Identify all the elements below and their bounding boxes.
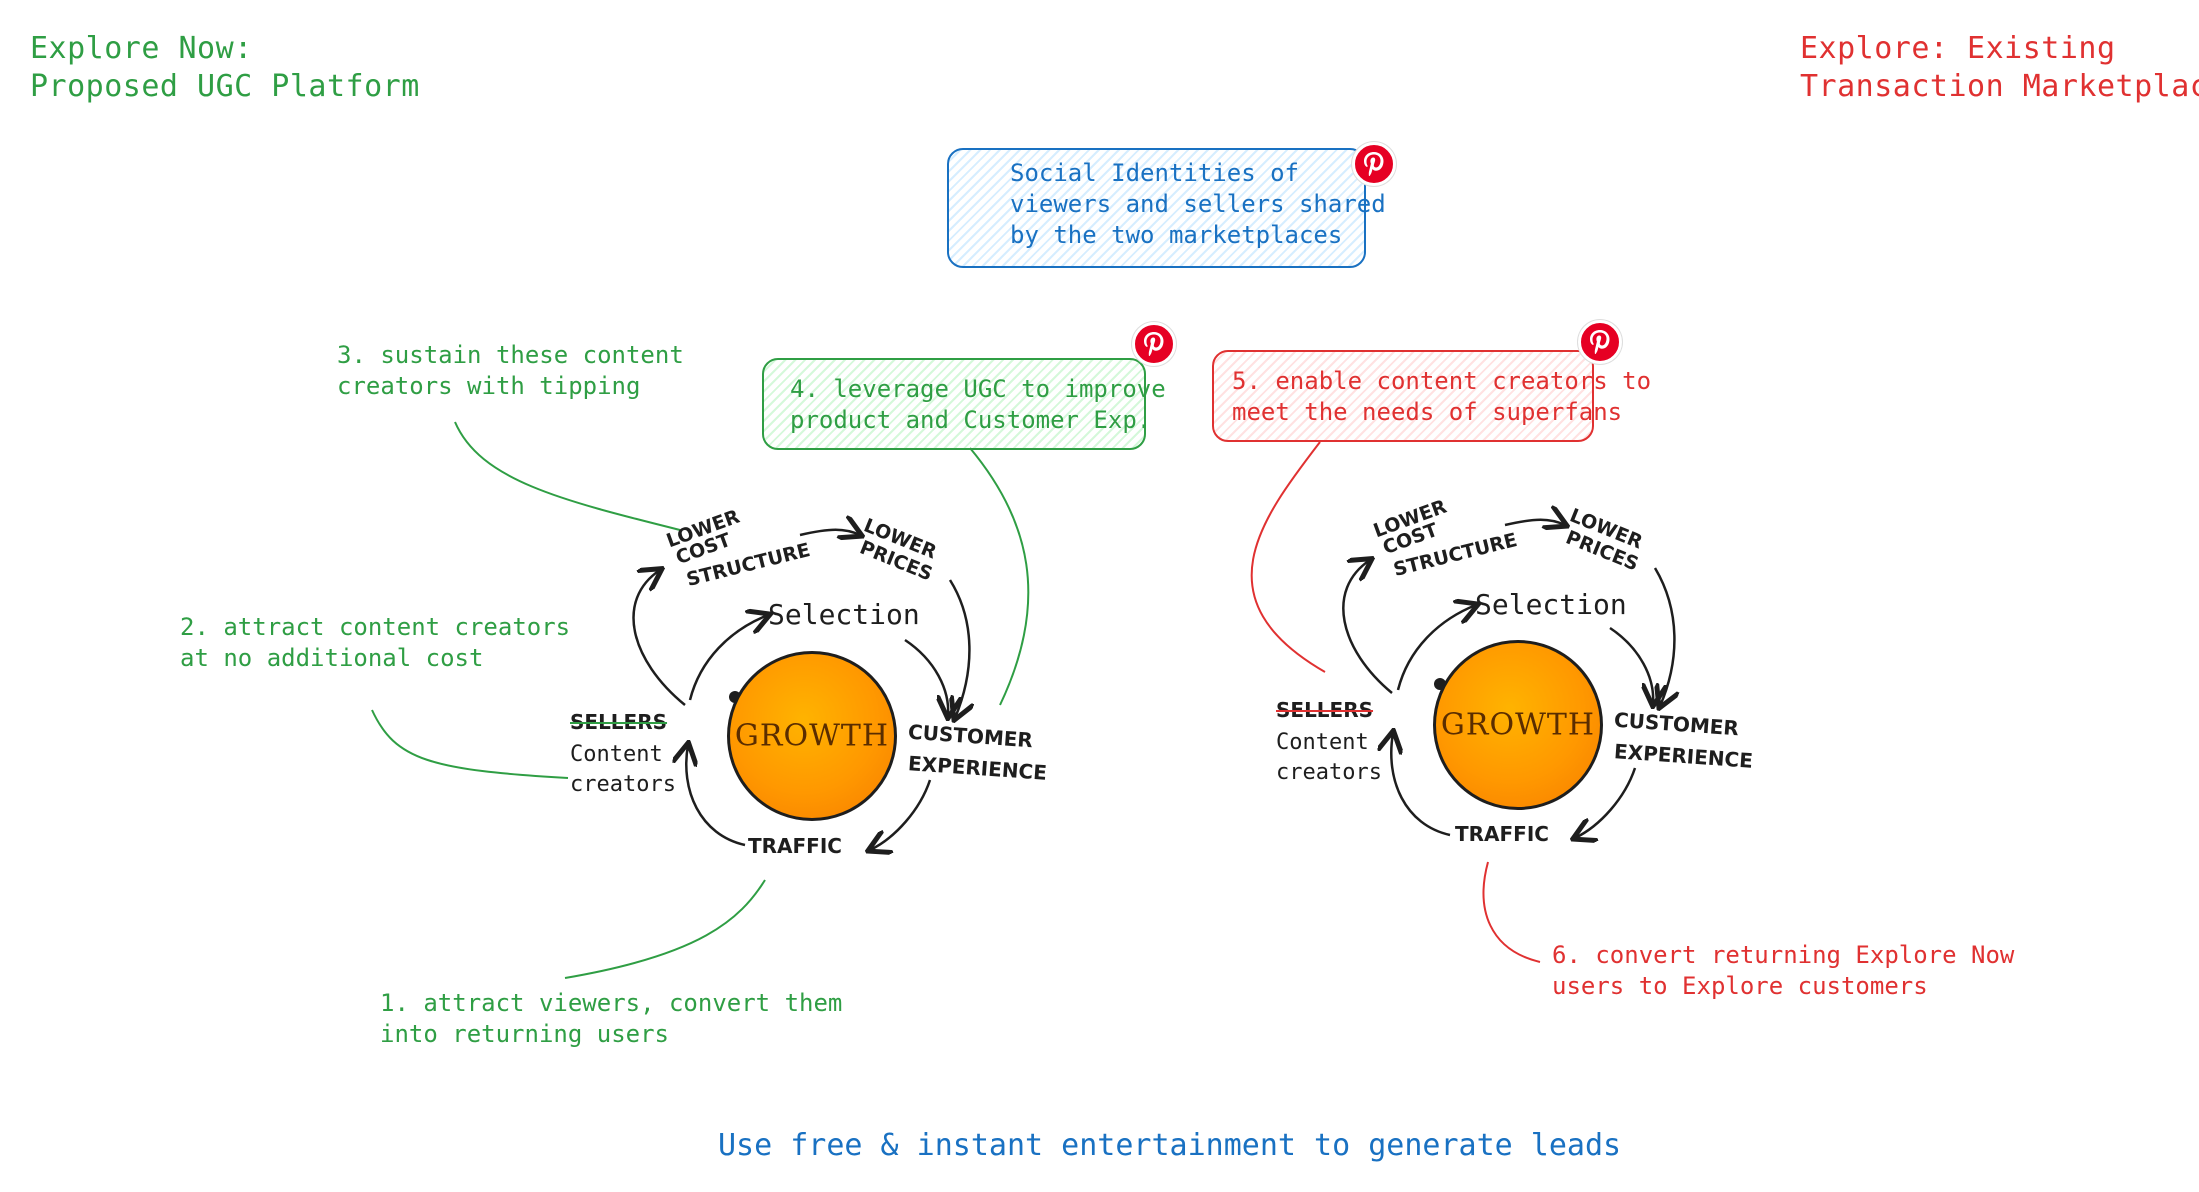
- selection-label: Selection: [1475, 588, 1627, 621]
- connector-note5: [1250, 441, 1326, 673]
- connector-note1: [564, 879, 766, 979]
- note3-line2: creators with tipping: [337, 372, 641, 400]
- connector-note3: [454, 421, 681, 531]
- shared-box-line3: by the two marketplaces: [1010, 221, 1343, 249]
- note5-box[interactable]: [1212, 350, 1594, 442]
- note1-line1: 1. attract viewers, convert them: [380, 989, 843, 1017]
- left-header-line1: Explore Now:: [30, 31, 253, 66]
- growth-label: GROWTH: [1440, 707, 1596, 743]
- flywheel-arrows-left: [632, 530, 970, 850]
- growth-circle: GROWTH: [727, 651, 897, 821]
- sellers-label: SELLERS: [570, 710, 668, 734]
- pinterest-icon[interactable]: [1132, 322, 1176, 366]
- content-creators-line1: Content: [570, 742, 663, 767]
- note4-line1: 4. leverage UGC to improve: [790, 375, 1166, 403]
- flywheel-arrows-right: [1342, 520, 1674, 838]
- traffic-label: TRAFFIC: [748, 834, 842, 858]
- shared-identities-box[interactable]: [947, 148, 1366, 268]
- shared-box-line1: Social Identities of: [1010, 159, 1299, 187]
- note2-line1: 2. attract content creators: [180, 613, 571, 641]
- content-creators-line2: creators: [570, 772, 676, 797]
- left-header-line2: Proposed UGC Platform: [30, 69, 420, 104]
- growth-label: GROWTH: [734, 718, 890, 754]
- footer-caption: Use free & instant entertainment to gene…: [718, 1128, 1622, 1163]
- note1-line2: into returning users: [380, 1020, 669, 1048]
- note2-line2: at no additional cost: [180, 644, 484, 672]
- note3-line1: 3. sustain these content: [337, 341, 684, 369]
- connector-note6: [1482, 861, 1541, 963]
- traffic-label: TRAFFIC: [1455, 822, 1549, 846]
- sellers-label: SELLERS: [1276, 698, 1374, 722]
- content-creators-line1: Content: [1276, 730, 1369, 755]
- pinterest-icon[interactable]: [1578, 320, 1622, 364]
- note4-line2: product and Customer Exp.: [790, 406, 1152, 434]
- connector-note4: [969, 447, 1030, 706]
- note5-line1: 5. enable content creators to: [1232, 367, 1652, 395]
- note6-line1: 6. convert returning Explore Now: [1552, 941, 2015, 969]
- growth-circle: GROWTH: [1433, 640, 1603, 810]
- note5-line2: meet the needs of superfans: [1232, 398, 1623, 426]
- note4-box[interactable]: [762, 358, 1146, 450]
- shared-box-line2: viewers and sellers shared: [1010, 190, 1386, 218]
- content-creators-line2: creators: [1276, 760, 1382, 785]
- note6-line2: users to Explore customers: [1552, 972, 1928, 1000]
- connector-note2: [371, 709, 569, 779]
- pinterest-icon[interactable]: [1352, 142, 1396, 186]
- selection-label: Selection: [768, 598, 920, 631]
- right-header-line1: Explore: Existing: [1800, 31, 2116, 66]
- right-header-line2: Transaction Marketplace: [1800, 69, 2199, 104]
